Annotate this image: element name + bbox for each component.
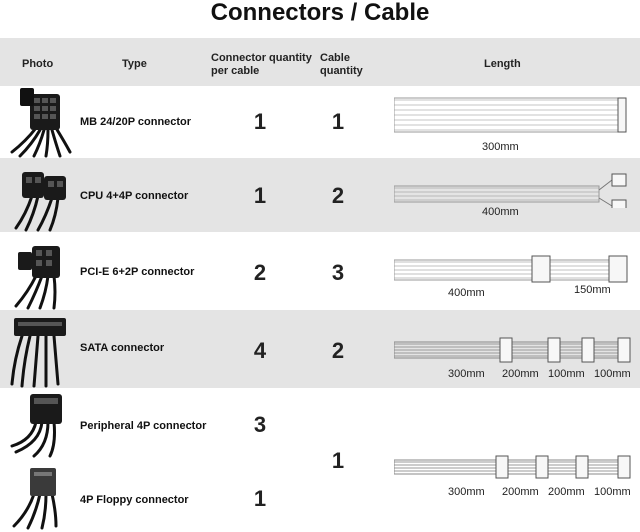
header-cable-qty-line2: quantity [320, 65, 363, 77]
header-connector-qty-line2: per cable [211, 65, 260, 77]
length-label: 100mm [548, 368, 585, 380]
cable-diagram [394, 173, 627, 208]
length-label: 150mm [574, 284, 611, 296]
molex-4pin-plug-icon [10, 394, 62, 458]
header-connector-qty-line1: Connector quantity [211, 52, 312, 64]
table-row: PCI-E 6+2P connector 2 3 400mm 150mm [0, 232, 640, 310]
row-connector-qty: 3 [253, 412, 267, 437]
header-photo: Photo [22, 58, 54, 70]
row-type: CPU 4+4P connector [80, 190, 189, 202]
eps-8pin-plug-icon [14, 172, 66, 232]
row-cable-qty: 2 [331, 183, 345, 208]
row-cable-qty: 1 [331, 109, 345, 134]
header-connector-qty: Connector quantity per cable [211, 52, 312, 78]
header-cable-qty: Cable quantity [320, 52, 363, 78]
table-row: CPU 4+4P connector 1 2 400mm [0, 158, 640, 232]
length-label: 100mm [594, 368, 631, 380]
cable-diagram [394, 255, 628, 283]
row-connector-qty: 4 [253, 338, 267, 363]
row-type: Peripheral 4P connector [80, 420, 207, 432]
row-type: 4P Floppy connector [80, 494, 189, 506]
length-label: 300mm [448, 368, 485, 380]
cable-diagram [394, 455, 631, 479]
table-row: SATA connector 4 2 300mm 200mm 100mm 100… [0, 310, 640, 388]
row-cable-qty: 1 [331, 448, 345, 473]
row-connector-qty: 1 [253, 109, 267, 134]
row-connector-qty: 1 [253, 486, 267, 511]
length-label: 400mm [482, 206, 519, 218]
row-type: SATA connector [80, 342, 165, 354]
table-header: Photo Type Connector quantity per cable … [0, 38, 640, 86]
length-label: 200mm [502, 486, 539, 498]
cable-diagram [394, 337, 631, 363]
table-row: MB 24/20P connector 1 1 300mm [0, 86, 640, 158]
header-type: Type [122, 58, 147, 70]
length-label: 300mm [448, 486, 485, 498]
length-label: 300mm [482, 141, 519, 153]
floppy-4pin-plug-icon [12, 468, 58, 530]
atx-24pin-plug-icon [10, 88, 72, 158]
pcie-8pin-plug-icon [14, 246, 60, 310]
cable-diagram [394, 97, 627, 133]
sata-power-plug-icon [10, 318, 66, 388]
length-label: 400mm [448, 287, 485, 299]
length-label: 200mm [548, 486, 585, 498]
row-connector-qty: 1 [253, 183, 267, 208]
length-label: 200mm [502, 368, 539, 380]
table-row-group: Peripheral 4P connector 3 4P Floppy conn… [0, 388, 640, 532]
row-cable-qty: 2 [331, 338, 345, 363]
row-connector-qty: 2 [253, 260, 267, 285]
header-cable-qty-line1: Cable [320, 52, 350, 64]
row-type: PCI-E 6+2P connector [80, 266, 195, 278]
length-label: 100mm [594, 486, 631, 498]
header-length: Length [484, 58, 521, 70]
row-cable-qty: 3 [331, 260, 345, 285]
page-title: Connectors / Cable [210, 0, 430, 26]
row-type: MB 24/20P connector [80, 116, 192, 128]
